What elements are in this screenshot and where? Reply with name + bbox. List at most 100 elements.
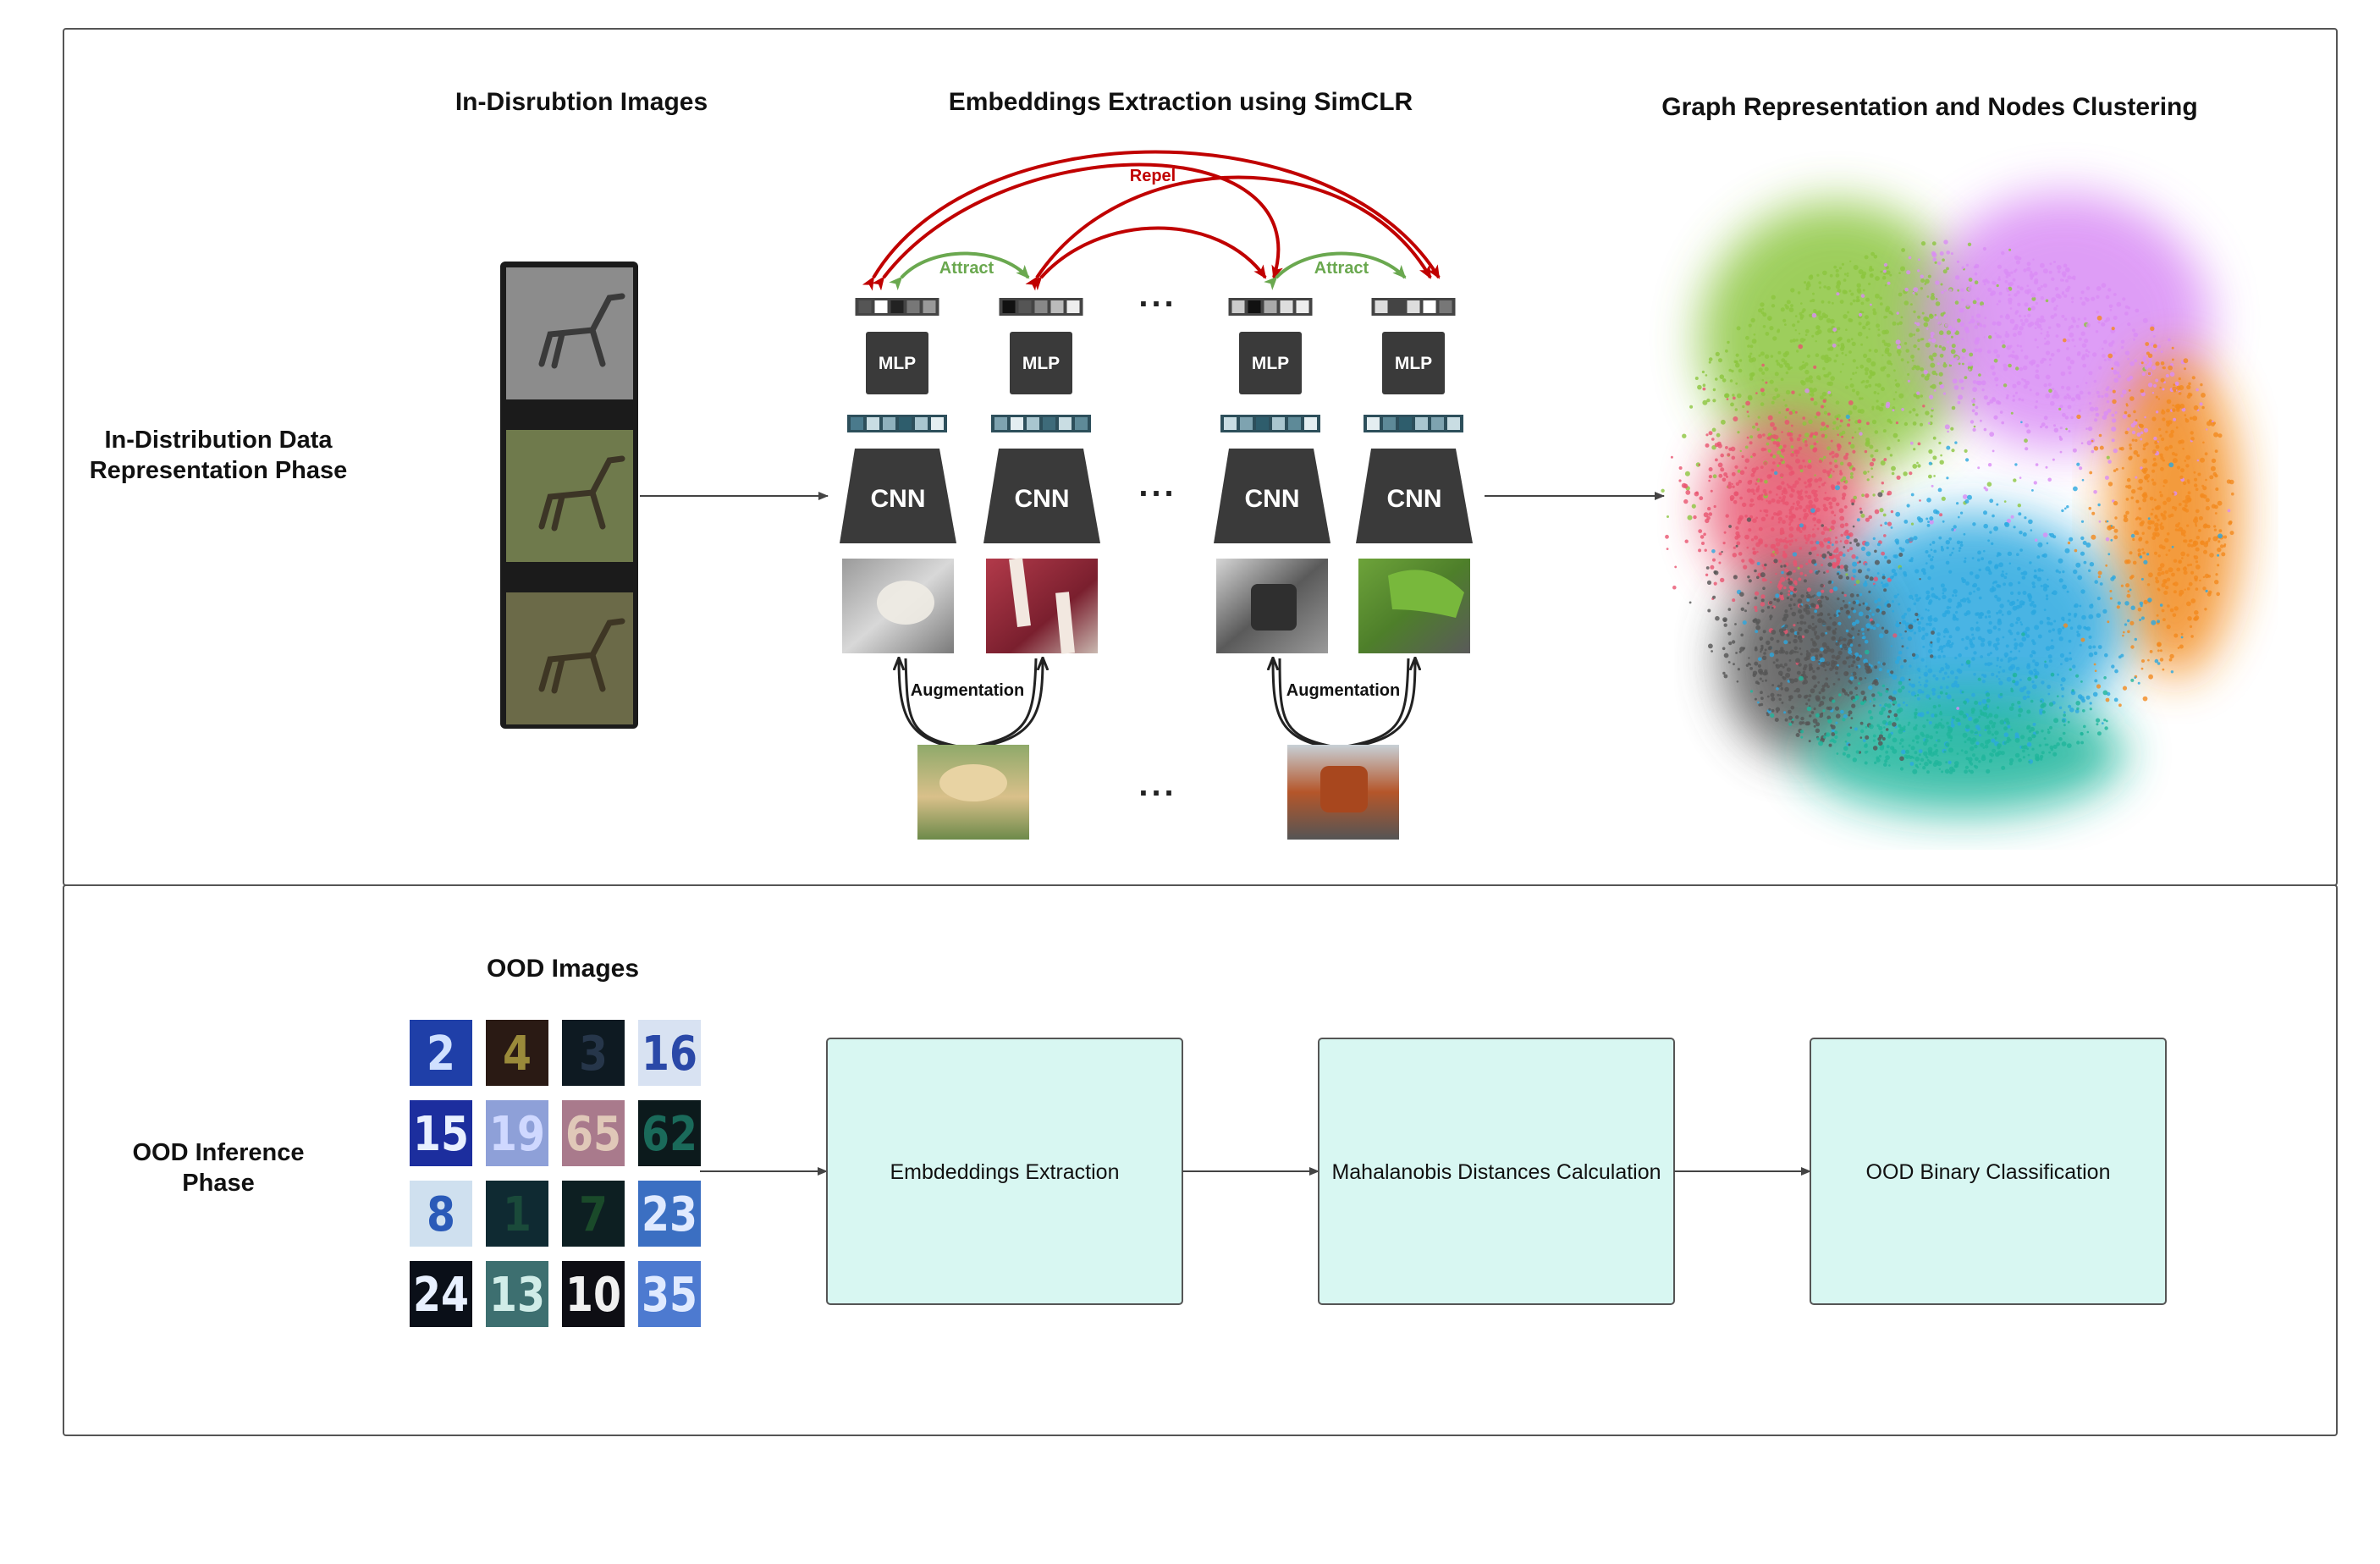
graph-node	[1832, 421, 1836, 424]
graph-node	[1855, 542, 1860, 547]
graph-node	[2114, 516, 2118, 520]
graph-node	[1998, 291, 2003, 295]
graph-node	[2093, 379, 2097, 383]
graph-node	[1748, 355, 1752, 359]
graph-node	[2117, 601, 2121, 605]
graph-node	[1760, 402, 1765, 406]
graph-node	[2157, 662, 2161, 665]
graph-node	[1849, 643, 1854, 647]
graph-node	[2126, 593, 2131, 598]
graph-node	[1994, 730, 1999, 735]
graph-node	[1771, 468, 1775, 472]
graph-node	[1914, 756, 1920, 762]
graph-node	[1824, 596, 1827, 598]
graph-node	[1778, 538, 1783, 543]
graph-node	[2047, 654, 2052, 659]
graph-node	[1800, 594, 1804, 598]
graph-node	[2050, 748, 2053, 752]
graph-node	[1975, 724, 1981, 730]
graph-node	[2065, 356, 2071, 361]
graph-node	[1965, 263, 1969, 267]
graph-node	[1866, 568, 1870, 572]
graph-node	[1757, 433, 1763, 439]
graph-node	[1793, 635, 1798, 638]
graph-node	[2014, 463, 2018, 466]
graph-node	[2041, 422, 2046, 427]
graph-node	[1906, 647, 1909, 650]
graph-node	[1799, 564, 1804, 569]
graph-node	[2009, 757, 2014, 763]
graph-node	[2155, 576, 2158, 581]
graph-node	[1911, 359, 1914, 362]
graph-node	[1842, 718, 1846, 722]
graph-node	[2122, 634, 2124, 637]
graph-node	[1976, 586, 1981, 592]
graph-node	[1781, 431, 1783, 433]
graph-node	[1731, 455, 1736, 460]
graph-node	[1954, 594, 1958, 597]
graph-node	[2130, 575, 2135, 579]
graph-node	[2199, 579, 2201, 582]
graph-node	[1816, 527, 1820, 531]
in-distribution-image-strip	[500, 262, 638, 729]
graph-node	[1748, 396, 1753, 401]
graph-node	[1994, 377, 1999, 382]
graph-node	[2027, 289, 2032, 294]
graph-node	[2147, 520, 2153, 526]
graph-node	[1909, 471, 1913, 476]
graph-node	[2063, 317, 2068, 321]
graph-node	[1848, 317, 1853, 322]
graph-node	[2008, 363, 2012, 368]
graph-node	[2068, 328, 2071, 331]
graph-node	[1831, 732, 1836, 736]
embedding-cell	[994, 417, 1007, 430]
graph-node	[1813, 707, 1816, 711]
graph-node	[1997, 552, 2002, 557]
graph-node	[1804, 388, 1810, 394]
graph-node	[1702, 383, 1706, 388]
graph-node	[1948, 606, 1952, 609]
graph-node	[1924, 375, 1930, 381]
graph-node	[2163, 590, 2168, 595]
graph-node	[1739, 592, 1744, 597]
graph-node	[1779, 454, 1783, 458]
graph-node	[1910, 746, 1915, 751]
graph-node	[2127, 357, 2130, 361]
graph-node	[1767, 436, 1771, 440]
graph-node	[2185, 454, 2191, 460]
embedding-cell	[1391, 300, 1404, 313]
graph-node	[2068, 704, 2072, 708]
graph-node	[2056, 305, 2058, 307]
graph-node	[1838, 575, 1843, 580]
graph-node	[2155, 395, 2158, 399]
graph-node	[2020, 421, 2023, 424]
graph-node	[1996, 284, 1999, 288]
graph-node	[1946, 605, 1950, 610]
graph-node	[1984, 317, 1987, 320]
graph-node	[1777, 693, 1780, 697]
graph-node	[1763, 566, 1766, 570]
graph-node	[1831, 636, 1836, 642]
graph-node	[2102, 354, 2106, 358]
graph-node	[1870, 620, 1876, 625]
graph-node	[2060, 677, 2066, 682]
graph-node	[1848, 615, 1851, 619]
graph-node	[2231, 492, 2234, 496]
graph-node	[2031, 581, 2036, 586]
graph-node	[1771, 498, 1776, 503]
graph-node	[1928, 721, 1932, 724]
graph-node	[1895, 383, 1900, 388]
graph-node	[2063, 294, 2068, 298]
graph-node	[1917, 269, 1920, 273]
graph-node	[1721, 419, 1726, 425]
graph-node	[1948, 747, 1953, 753]
graph-node	[2144, 361, 2148, 364]
graph-node	[1914, 612, 1919, 617]
graph-node	[1823, 661, 1826, 665]
graph-node	[1796, 500, 1800, 505]
graph-node	[2033, 651, 2036, 655]
graph-node	[1800, 716, 1804, 721]
graph-node	[1826, 318, 1832, 323]
cnn-block-2	[983, 449, 1100, 543]
graph-node	[1884, 521, 1887, 526]
